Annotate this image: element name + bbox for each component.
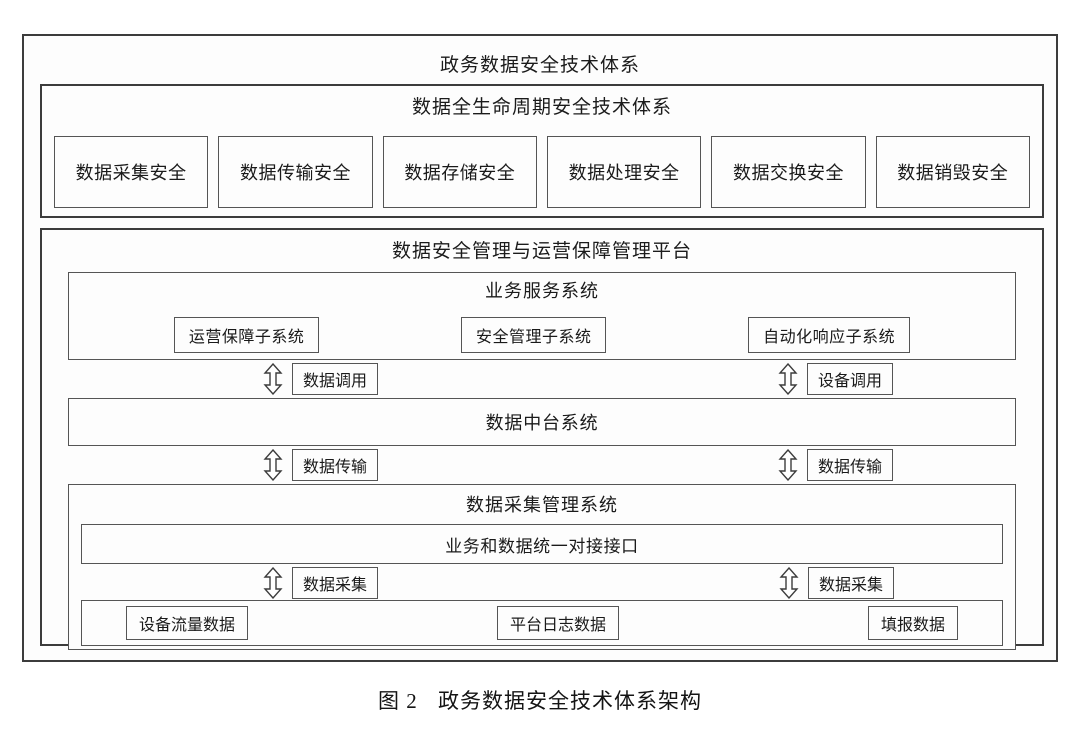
lifecycle-box-collection[interactable]: 数据采集安全 bbox=[54, 136, 209, 208]
data-source-reported-data[interactable]: 填报数据 bbox=[867, 606, 958, 640]
lifecycle-box-label: 数据存储安全 bbox=[404, 163, 516, 183]
connector-label-text: 数据调用 bbox=[303, 373, 368, 390]
lifecycle-box-label: 数据销毁安全 bbox=[897, 163, 1009, 183]
data-source-label: 平台日志数据 bbox=[509, 617, 606, 634]
connector-label-data-transfer-right: 数据传输 bbox=[807, 449, 894, 481]
data-middleware-system-title: 数据中台系统 bbox=[485, 413, 599, 433]
connector-label-data-collection-right: 数据采集 bbox=[808, 567, 895, 599]
connector-right-group: 数据采集 bbox=[779, 567, 895, 599]
connector-right-group: 数据传输 bbox=[778, 449, 894, 481]
lifecycle-box-label: 数据交换安全 bbox=[732, 163, 844, 183]
connector-label-text: 设备调用 bbox=[818, 373, 883, 390]
subsystem-automated-response[interactable]: 自动化响应子系统 bbox=[748, 317, 911, 353]
lifecycle-box-exchange[interactable]: 数据交换安全 bbox=[711, 136, 866, 208]
data-source-band: 设备流量数据 平台日志数据 填报数据 bbox=[81, 600, 1003, 646]
unified-interface-label: 业务和数据统一对接接口 bbox=[445, 536, 639, 556]
unified-interface-band[interactable]: 业务和数据统一对接接口 bbox=[81, 524, 1003, 564]
connector-label-device-call: 设备调用 bbox=[807, 363, 894, 395]
subsystem-operations-assurance[interactable]: 运营保障子系统 bbox=[173, 317, 320, 353]
double-arrow-vertical-icon bbox=[263, 449, 283, 481]
connector-label-data-call: 数据调用 bbox=[292, 363, 379, 395]
data-source-device-traffic[interactable]: 设备流量数据 bbox=[126, 606, 249, 640]
connector-left-group: 数据传输 bbox=[263, 449, 379, 481]
subsystem-label: 安全管理子系统 bbox=[475, 329, 592, 346]
figure-caption: 图 2 政务数据安全技术体系架构 bbox=[0, 685, 1080, 715]
lifecycle-box-label: 数据传输安全 bbox=[239, 163, 351, 183]
data-collection-management-system-block: 数据采集管理系统 业务和数据统一对接接口 数据采集 bbox=[68, 484, 1016, 650]
lifecycle-box-storage[interactable]: 数据存储安全 bbox=[382, 136, 537, 208]
connector-middleware-to-collection: 数据传输 数据传输 bbox=[68, 446, 1016, 484]
subsystem-label: 自动化响应子系统 bbox=[763, 329, 896, 346]
figure-caption-text: 政务数据安全技术体系架构 bbox=[438, 689, 702, 713]
business-subsystem-row: 运营保障子系统 安全管理子系统 自动化响应子系统 bbox=[69, 317, 1015, 353]
double-arrow-vertical-icon bbox=[263, 363, 283, 395]
connector-business-to-middleware: 数据调用 设备调用 bbox=[68, 360, 1016, 398]
double-arrow-vertical-icon bbox=[263, 567, 283, 599]
double-arrow-vertical-icon bbox=[779, 567, 799, 599]
business-service-system-block: 业务服务系统 运营保障子系统 安全管理子系统 自动化响应子系统 bbox=[68, 272, 1016, 360]
connector-label-data-transfer-left: 数据传输 bbox=[292, 449, 379, 481]
lifecycle-box-label: 数据采集安全 bbox=[75, 163, 187, 183]
data-collection-management-system-title: 数据采集管理系统 bbox=[466, 495, 618, 515]
connector-label-text: 数据传输 bbox=[818, 459, 883, 476]
double-arrow-vertical-icon bbox=[778, 363, 798, 395]
figure-caption-number: 图 2 bbox=[378, 689, 418, 713]
data-middleware-system-band[interactable]: 数据中台系统 bbox=[68, 398, 1016, 446]
lifecycle-box-destruction[interactable]: 数据销毁安全 bbox=[875, 136, 1030, 208]
diagram-root-title: 政务数据安全技术体系 bbox=[439, 55, 640, 76]
data-source-label: 设备流量数据 bbox=[139, 617, 236, 634]
management-platform-section: 数据安全管理与运营保障管理平台 业务服务系统 运营保障子系统 安全管理子系统 自… bbox=[40, 228, 1044, 650]
connector-left-group: 数据采集 bbox=[263, 567, 379, 599]
connector-label-text: 数据传输 bbox=[303, 459, 368, 476]
lifecycle-box-row: 数据采集安全 数据传输安全 数据存储安全 数据处理安全 数据交换安全 数据销毁安… bbox=[54, 136, 1030, 208]
lifecycle-box-label: 数据处理安全 bbox=[568, 163, 680, 183]
lifecycle-box-processing[interactable]: 数据处理安全 bbox=[546, 136, 702, 208]
connector-right-group: 设备调用 bbox=[778, 363, 894, 395]
platform-inner-wrapper: 业务服务系统 运营保障子系统 安全管理子系统 自动化响应子系统 bbox=[68, 272, 1016, 650]
data-source-platform-log[interactable]: 平台日志数据 bbox=[496, 606, 619, 640]
platform-section-title: 数据安全管理与运营保障管理平台 bbox=[391, 241, 692, 262]
subsystem-security-management[interactable]: 安全管理子系统 bbox=[460, 317, 607, 353]
subsystem-label: 运营保障子系统 bbox=[188, 329, 305, 346]
business-service-system-title: 业务服务系统 bbox=[485, 281, 599, 301]
connector-interface-to-sources: 数据采集 数据采集 bbox=[81, 564, 1003, 600]
architecture-diagram-outer-frame: 政务数据安全技术体系 数据全生命周期安全技术体系 数据采集安全 数据传输安全 数… bbox=[22, 34, 1058, 662]
lifecycle-security-section: 数据全生命周期安全技术体系 数据采集安全 数据传输安全 数据存储安全 数据处理安… bbox=[40, 84, 1044, 218]
double-arrow-vertical-icon bbox=[778, 449, 798, 481]
data-source-label: 填报数据 bbox=[880, 617, 945, 634]
connector-left-group: 数据调用 bbox=[263, 363, 379, 395]
lifecycle-box-transmission[interactable]: 数据传输安全 bbox=[218, 136, 373, 208]
connector-label-text: 数据采集 bbox=[303, 577, 368, 594]
connector-label-text: 数据采集 bbox=[819, 577, 884, 594]
connector-label-data-collection-left: 数据采集 bbox=[292, 567, 379, 599]
lifecycle-section-title: 数据全生命周期安全技术体系 bbox=[411, 97, 672, 118]
